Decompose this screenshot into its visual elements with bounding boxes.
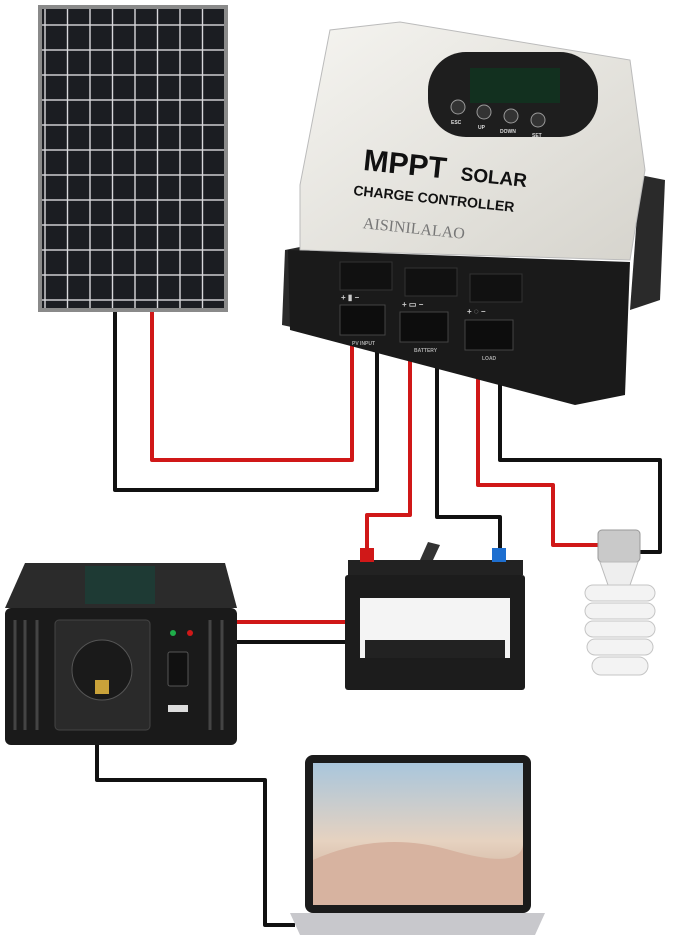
- down-label: DOWN: [500, 129, 516, 135]
- wires: [95, 312, 662, 927]
- battery-positive-post: [360, 548, 374, 562]
- battery: [345, 542, 525, 690]
- esc-button[interactable]: [450, 99, 466, 115]
- pv-positive-wire: [150, 312, 354, 462]
- pv-input-label: PV INPUT: [352, 341, 375, 347]
- lcd-screen: [470, 68, 560, 103]
- pv-terminal: + ▮ − PV INPUT: [339, 293, 386, 347]
- down-button[interactable]: [503, 108, 519, 124]
- load-label: LOAD: [482, 356, 497, 362]
- svg-text:+ ▮ −: + ▮ −: [341, 293, 360, 302]
- battery-label: BATTERY: [414, 348, 438, 354]
- svg-text:+ ▭ −: + ▭ −: [402, 300, 424, 309]
- charge-controller: ESC UP DOWN SET MPPT SOLAR CHARGE CONTRO…: [282, 21, 665, 405]
- light-bulb: [584, 529, 656, 676]
- up-button[interactable]: [476, 104, 492, 120]
- up-label: UP: [478, 125, 486, 131]
- power-switch[interactable]: [167, 651, 189, 687]
- usb-port: [168, 705, 188, 712]
- set-button[interactable]: [530, 112, 546, 128]
- svg-text:+ ◌ −: + ◌ −: [467, 307, 486, 316]
- battery-negative-wire: [435, 335, 502, 550]
- set-label: SET: [532, 133, 542, 139]
- solar-panel: [38, 5, 228, 312]
- battery-negative-post: [492, 548, 506, 562]
- laptop-power-wire: [95, 745, 295, 927]
- pv-negative-wire: [113, 312, 379, 492]
- load-negative-wire: [498, 340, 662, 554]
- load-positive-wire: [476, 340, 598, 547]
- battery-terminal: + ▭ − BATTERY: [399, 300, 449, 354]
- load-terminal: + ◌ − LOAD: [464, 307, 514, 362]
- inverter: [5, 563, 237, 745]
- laptop: [290, 755, 545, 935]
- battery-positive-wire: [365, 335, 412, 550]
- esc-label: ESC: [451, 120, 462, 126]
